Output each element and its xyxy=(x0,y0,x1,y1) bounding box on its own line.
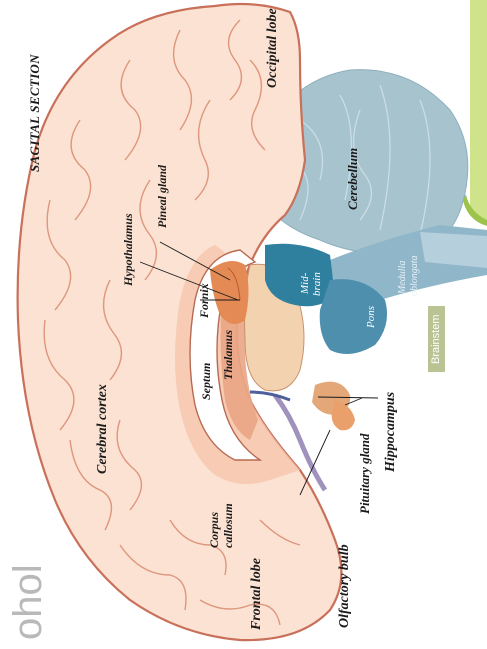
side-cropped-word: ohol xyxy=(8,564,48,640)
label-thalamus: Thalamus xyxy=(222,330,234,380)
label-septum: Septum xyxy=(200,363,212,400)
label-hippocampus: Hippocampus xyxy=(384,392,398,472)
label-midbrain-line1: Mid- xyxy=(300,273,311,294)
section-title: SAGITAL SECTION xyxy=(28,54,41,172)
label-pineal-gland: Pineal gland xyxy=(156,165,168,228)
green-accent-bar xyxy=(470,0,487,220)
label-corpus-callosum-line2: callosum xyxy=(222,503,234,548)
label-olfactory-bulb: Olfactory bulb xyxy=(338,544,352,628)
label-medulla-line1: Medulla xyxy=(398,261,408,294)
label-cerebral-cortex: Cerebral cortex xyxy=(96,384,110,474)
label-corpus-callosum-line1: Corpus xyxy=(208,512,220,548)
label-fornix: Fornix xyxy=(198,283,210,318)
label-hypothalamus: Hypothalamus xyxy=(122,213,134,286)
label-frontal-lobe: Frontal lobe xyxy=(250,558,264,630)
label-pons: Pons xyxy=(366,306,377,328)
label-pituitary-gland: Pituitary gland xyxy=(358,433,371,514)
label-cerebellum: Cerebellum xyxy=(346,148,359,210)
label-brainstem: Brainstem xyxy=(428,306,445,372)
label-medulla-line2: oblongata xyxy=(410,255,420,296)
label-midbrain-line2: brain xyxy=(312,272,323,296)
pituitary-shape xyxy=(332,400,355,430)
label-occipital-lobe: Occipital lobe xyxy=(266,8,280,88)
